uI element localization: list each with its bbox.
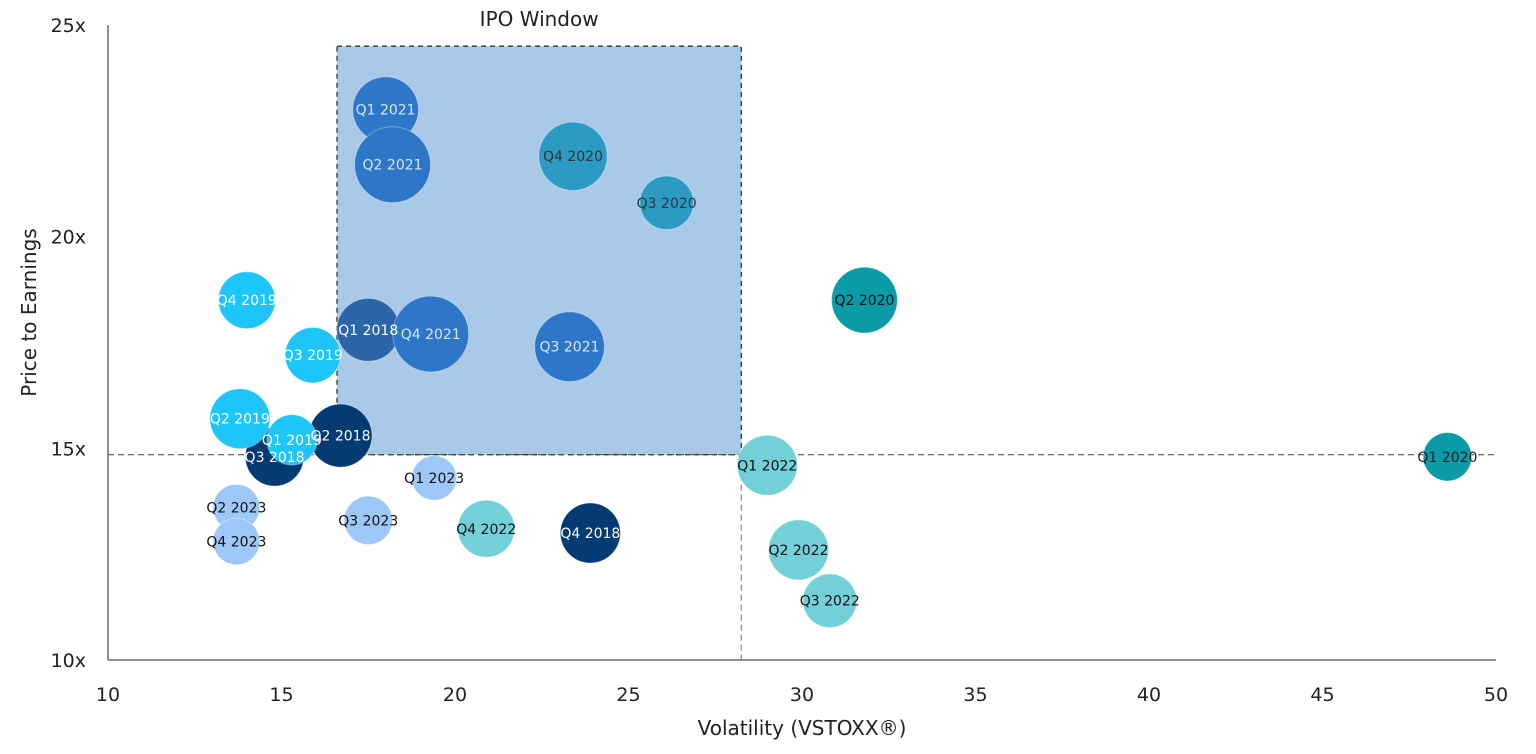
- y-tick-label: 10x: [51, 650, 86, 672]
- bubble: [802, 573, 858, 629]
- bubble-label: Q4 2022: [456, 522, 516, 538]
- x-tick-label: 45: [1310, 684, 1334, 706]
- bubble: [392, 295, 470, 373]
- bubble-label: Q1 2020: [1417, 450, 1477, 466]
- y-tick-label: 25x: [51, 15, 86, 37]
- bubble: [284, 327, 341, 384]
- bubble-label: Q2 2021: [363, 158, 423, 174]
- x-tick-label: 25: [616, 684, 640, 706]
- bubble: [831, 266, 898, 334]
- bubble: [217, 271, 276, 330]
- y-tick-label: 15x: [51, 438, 86, 460]
- x-tick-label: 30: [790, 684, 814, 706]
- bubble: [209, 388, 271, 450]
- bubble-label: Q4 2023: [206, 534, 266, 550]
- y-tick-label: 20x: [51, 227, 86, 249]
- bubble: [768, 519, 830, 581]
- bubble-label: Q4 2018: [560, 526, 620, 542]
- bubble-label: Q1 2018: [338, 323, 398, 339]
- bubble: [266, 414, 318, 466]
- bubble-label: Q1 2019: [262, 433, 322, 449]
- x-tick-label: 10: [96, 684, 120, 706]
- bubbles: [209, 76, 1473, 629]
- bubble: [212, 517, 261, 566]
- bubble-label: Q3 2023: [338, 513, 398, 529]
- bubble-label: Q2 2022: [769, 543, 829, 559]
- bubble: [538, 121, 608, 191]
- bubble-label: Q3 2020: [637, 196, 697, 212]
- bubble-label: Q2 2018: [310, 429, 370, 445]
- bubble: [639, 175, 695, 231]
- y-tick-labels: 10x 15x 20x 25x: [51, 15, 86, 672]
- ipo-window-label: IPO Window: [480, 7, 599, 31]
- y-axis-title: Price to Earnings: [17, 228, 41, 396]
- x-tick-label: 50: [1484, 684, 1508, 706]
- x-tick-label: 15: [269, 684, 293, 706]
- bubble-labels: Q1 2018 Q2 2018 Q3 2018 Q4 2018 Q1 2019 Q2 20…: [206, 103, 1477, 610]
- bubble-label: Q2 2020: [834, 293, 894, 309]
- bubble-label: Q4 2019: [217, 293, 277, 309]
- bubble-label: Q4 2021: [401, 327, 461, 343]
- bubble: [534, 311, 605, 383]
- bubble-label: Q3 2019: [283, 348, 343, 364]
- x-tick-label: 20: [443, 684, 467, 706]
- bubble: [411, 455, 457, 501]
- bubble-label: Q3 2022: [800, 594, 860, 610]
- bubble-label: Q1 2021: [356, 103, 416, 119]
- bubble: [457, 499, 516, 558]
- bubble-label: Q3 2021: [540, 340, 600, 356]
- bubble: [559, 502, 621, 564]
- bubble-label: Q3 2018: [245, 450, 305, 466]
- bubble: [354, 126, 431, 204]
- x-tick-label: 35: [963, 684, 987, 706]
- bubble-label: Q4 2020: [543, 149, 603, 165]
- bubble-label: Q1 2022: [737, 458, 797, 474]
- x-tick-labels: 10 15 20 25 30 35 40 45 50: [96, 684, 1508, 706]
- bubble-label: Q2 2023: [206, 501, 266, 517]
- bubble-label: Q2 2019: [210, 412, 270, 428]
- x-tick-label: 40: [1137, 684, 1161, 706]
- bubble-label: Q1 2023: [404, 471, 464, 487]
- x-axis-title: Volatility (VSTOXX®): [698, 716, 907, 740]
- bubble: [736, 434, 798, 496]
- bubble: [343, 495, 393, 545]
- bubble: [1422, 432, 1473, 482]
